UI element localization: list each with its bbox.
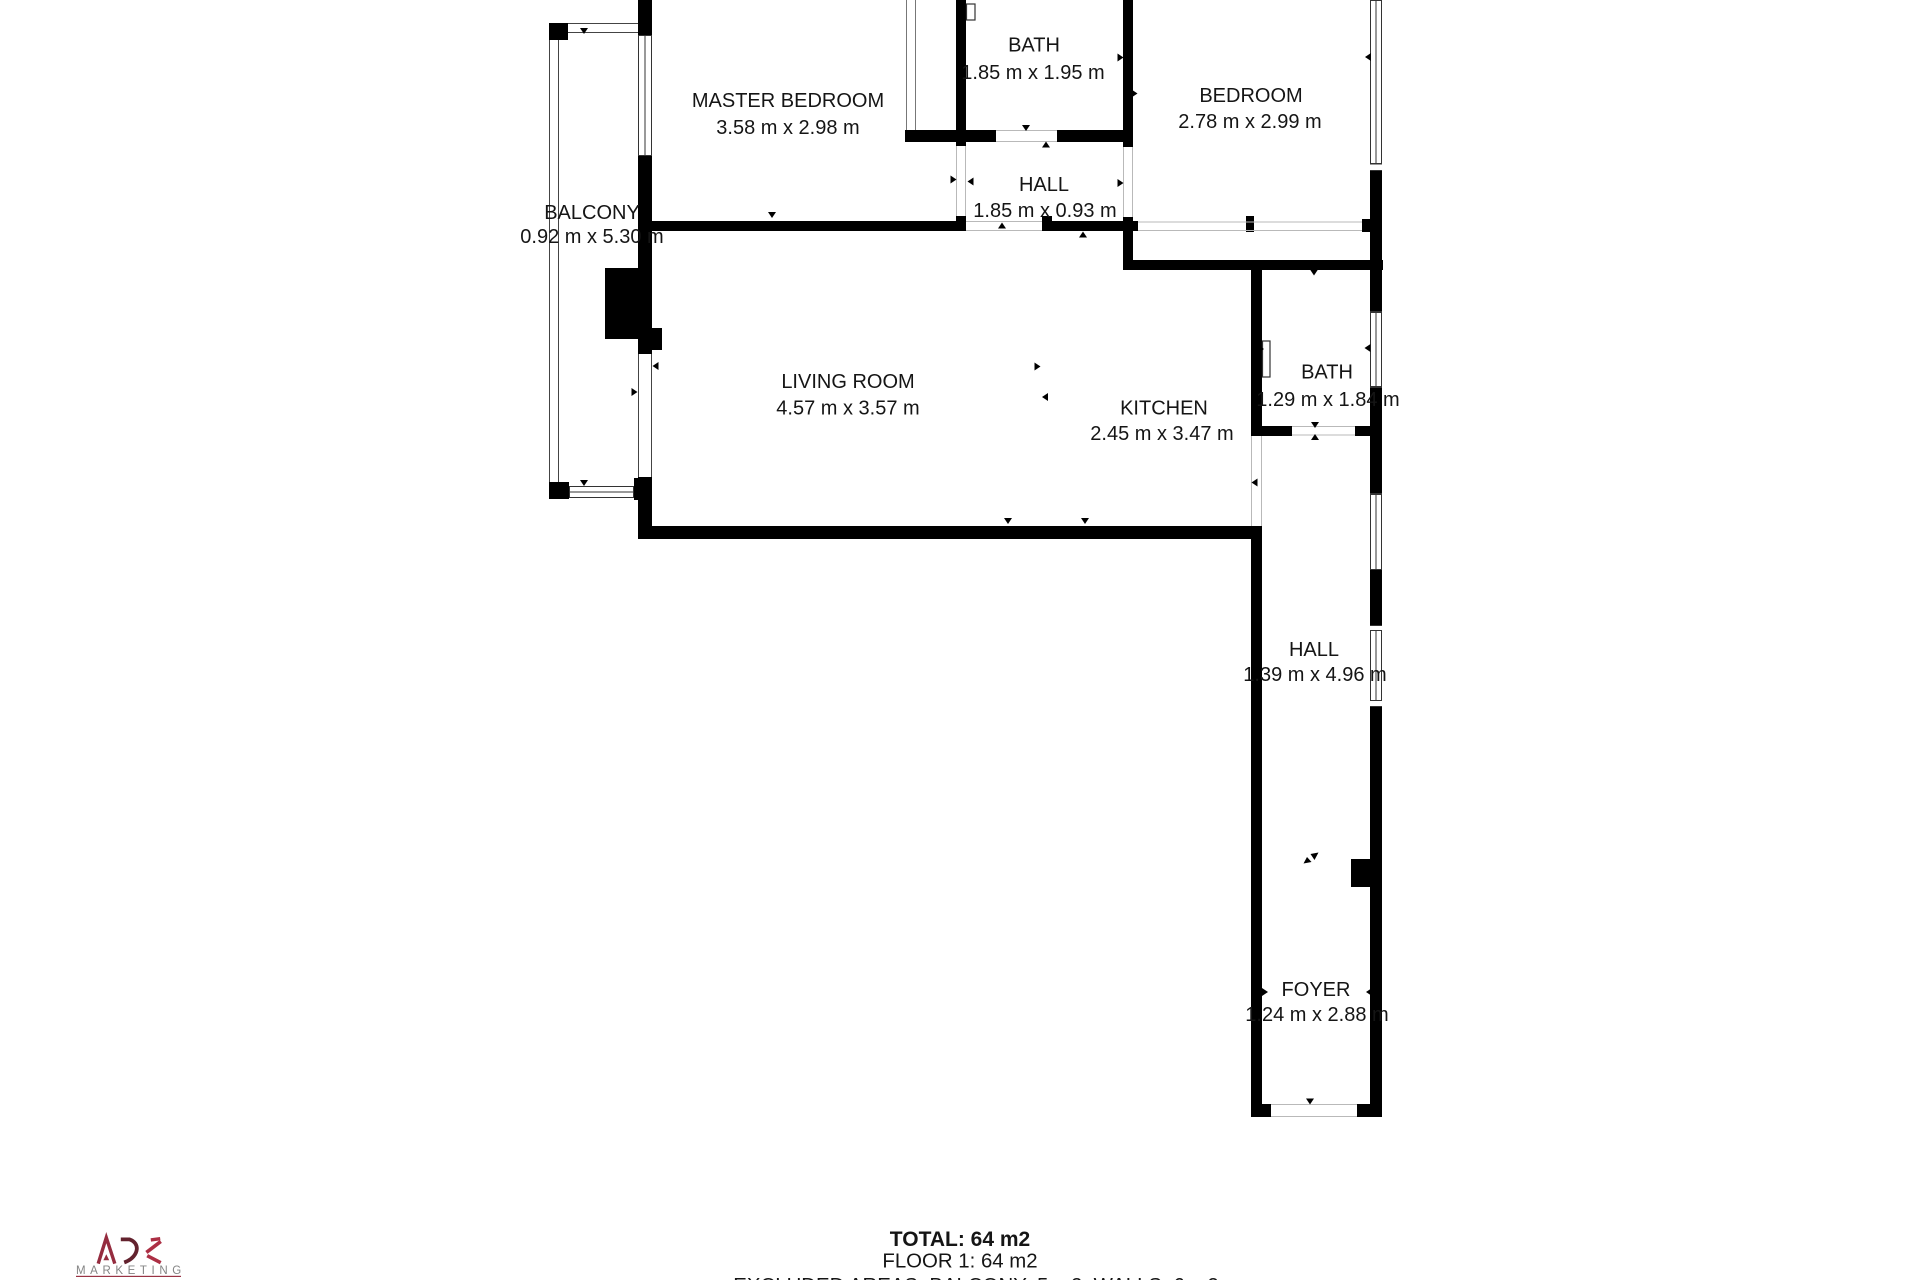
svg-text:2.78 m x 2.99 m: 2.78 m x 2.99 m	[1178, 111, 1321, 133]
svg-text:LIVING ROOM: LIVING ROOM	[781, 371, 914, 393]
svg-text:BATH: BATH	[1008, 35, 1060, 57]
svg-text:TOTAL: 64 m2: TOTAL: 64 m2	[890, 1228, 1030, 1251]
svg-text:MASTER BEDROOM: MASTER BEDROOM	[692, 90, 884, 112]
svg-text:HALL: HALL	[1019, 174, 1069, 196]
svg-text:MARKETING: MARKETING	[76, 1265, 186, 1277]
svg-text:KITCHEN: KITCHEN	[1120, 398, 1208, 420]
svg-text:HALL: HALL	[1289, 639, 1339, 661]
svg-text:4.57 m x 3.57 m: 4.57 m x 3.57 m	[776, 398, 919, 420]
svg-text:3.58 m x 2.98 m: 3.58 m x 2.98 m	[716, 117, 859, 139]
svg-text:2.45 m x 3.47 m: 2.45 m x 3.47 m	[1090, 423, 1233, 445]
svg-text:FLOOR 1: 64 m2: FLOOR 1: 64 m2	[882, 1251, 1037, 1273]
svg-text:BEDROOM: BEDROOM	[1199, 85, 1302, 107]
svg-text:1.85 m x 0.93 m: 1.85 m x 0.93 m	[973, 200, 1116, 222]
svg-text:BATH: BATH	[1301, 362, 1353, 384]
svg-text:1.85 m x 1.95 m: 1.85 m x 1.95 m	[961, 62, 1104, 84]
svg-text:1.39 m x 4.96 m: 1.39 m x 4.96 m	[1243, 664, 1386, 686]
svg-text:1.29 m x 1.84 m: 1.29 m x 1.84 m	[1256, 389, 1399, 411]
svg-text:BALCONY: BALCONY	[544, 202, 640, 224]
svg-text:EXCLUDED AREAS: BALCONY: 5 m2,: EXCLUDED AREAS: BALCONY: 5 m2, WALLS: 6 …	[733, 1275, 1218, 1280]
svg-text:0.92 m x 5.30 m: 0.92 m x 5.30 m	[520, 226, 663, 248]
svg-text:FOYER: FOYER	[1282, 979, 1351, 1001]
svg-text:1.24 m x 2.88 m: 1.24 m x 2.88 m	[1245, 1004, 1388, 1026]
